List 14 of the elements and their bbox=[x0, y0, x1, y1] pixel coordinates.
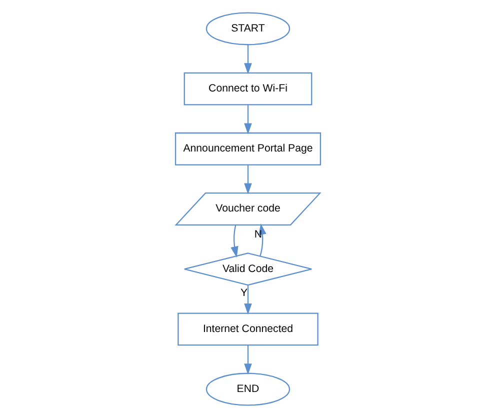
arrow bbox=[230, 225, 238, 258]
arrow bbox=[244, 345, 252, 375]
edge-label: Y bbox=[240, 286, 248, 299]
node-ellipse: START bbox=[206, 12, 290, 46]
arrow bbox=[244, 285, 252, 315]
edge-label: N bbox=[254, 228, 262, 240]
arrow bbox=[244, 105, 252, 134]
node-box: Connect to Wi-Fi bbox=[184, 72, 312, 106]
node-ellipse: END bbox=[206, 372, 290, 406]
node-box: Internet Connected bbox=[178, 312, 318, 346]
node-box: Announcement Portal Page bbox=[174, 132, 322, 166]
node-diamond: Valid Code bbox=[184, 252, 312, 286]
arrow bbox=[244, 44, 252, 74]
arrow bbox=[244, 165, 252, 194]
